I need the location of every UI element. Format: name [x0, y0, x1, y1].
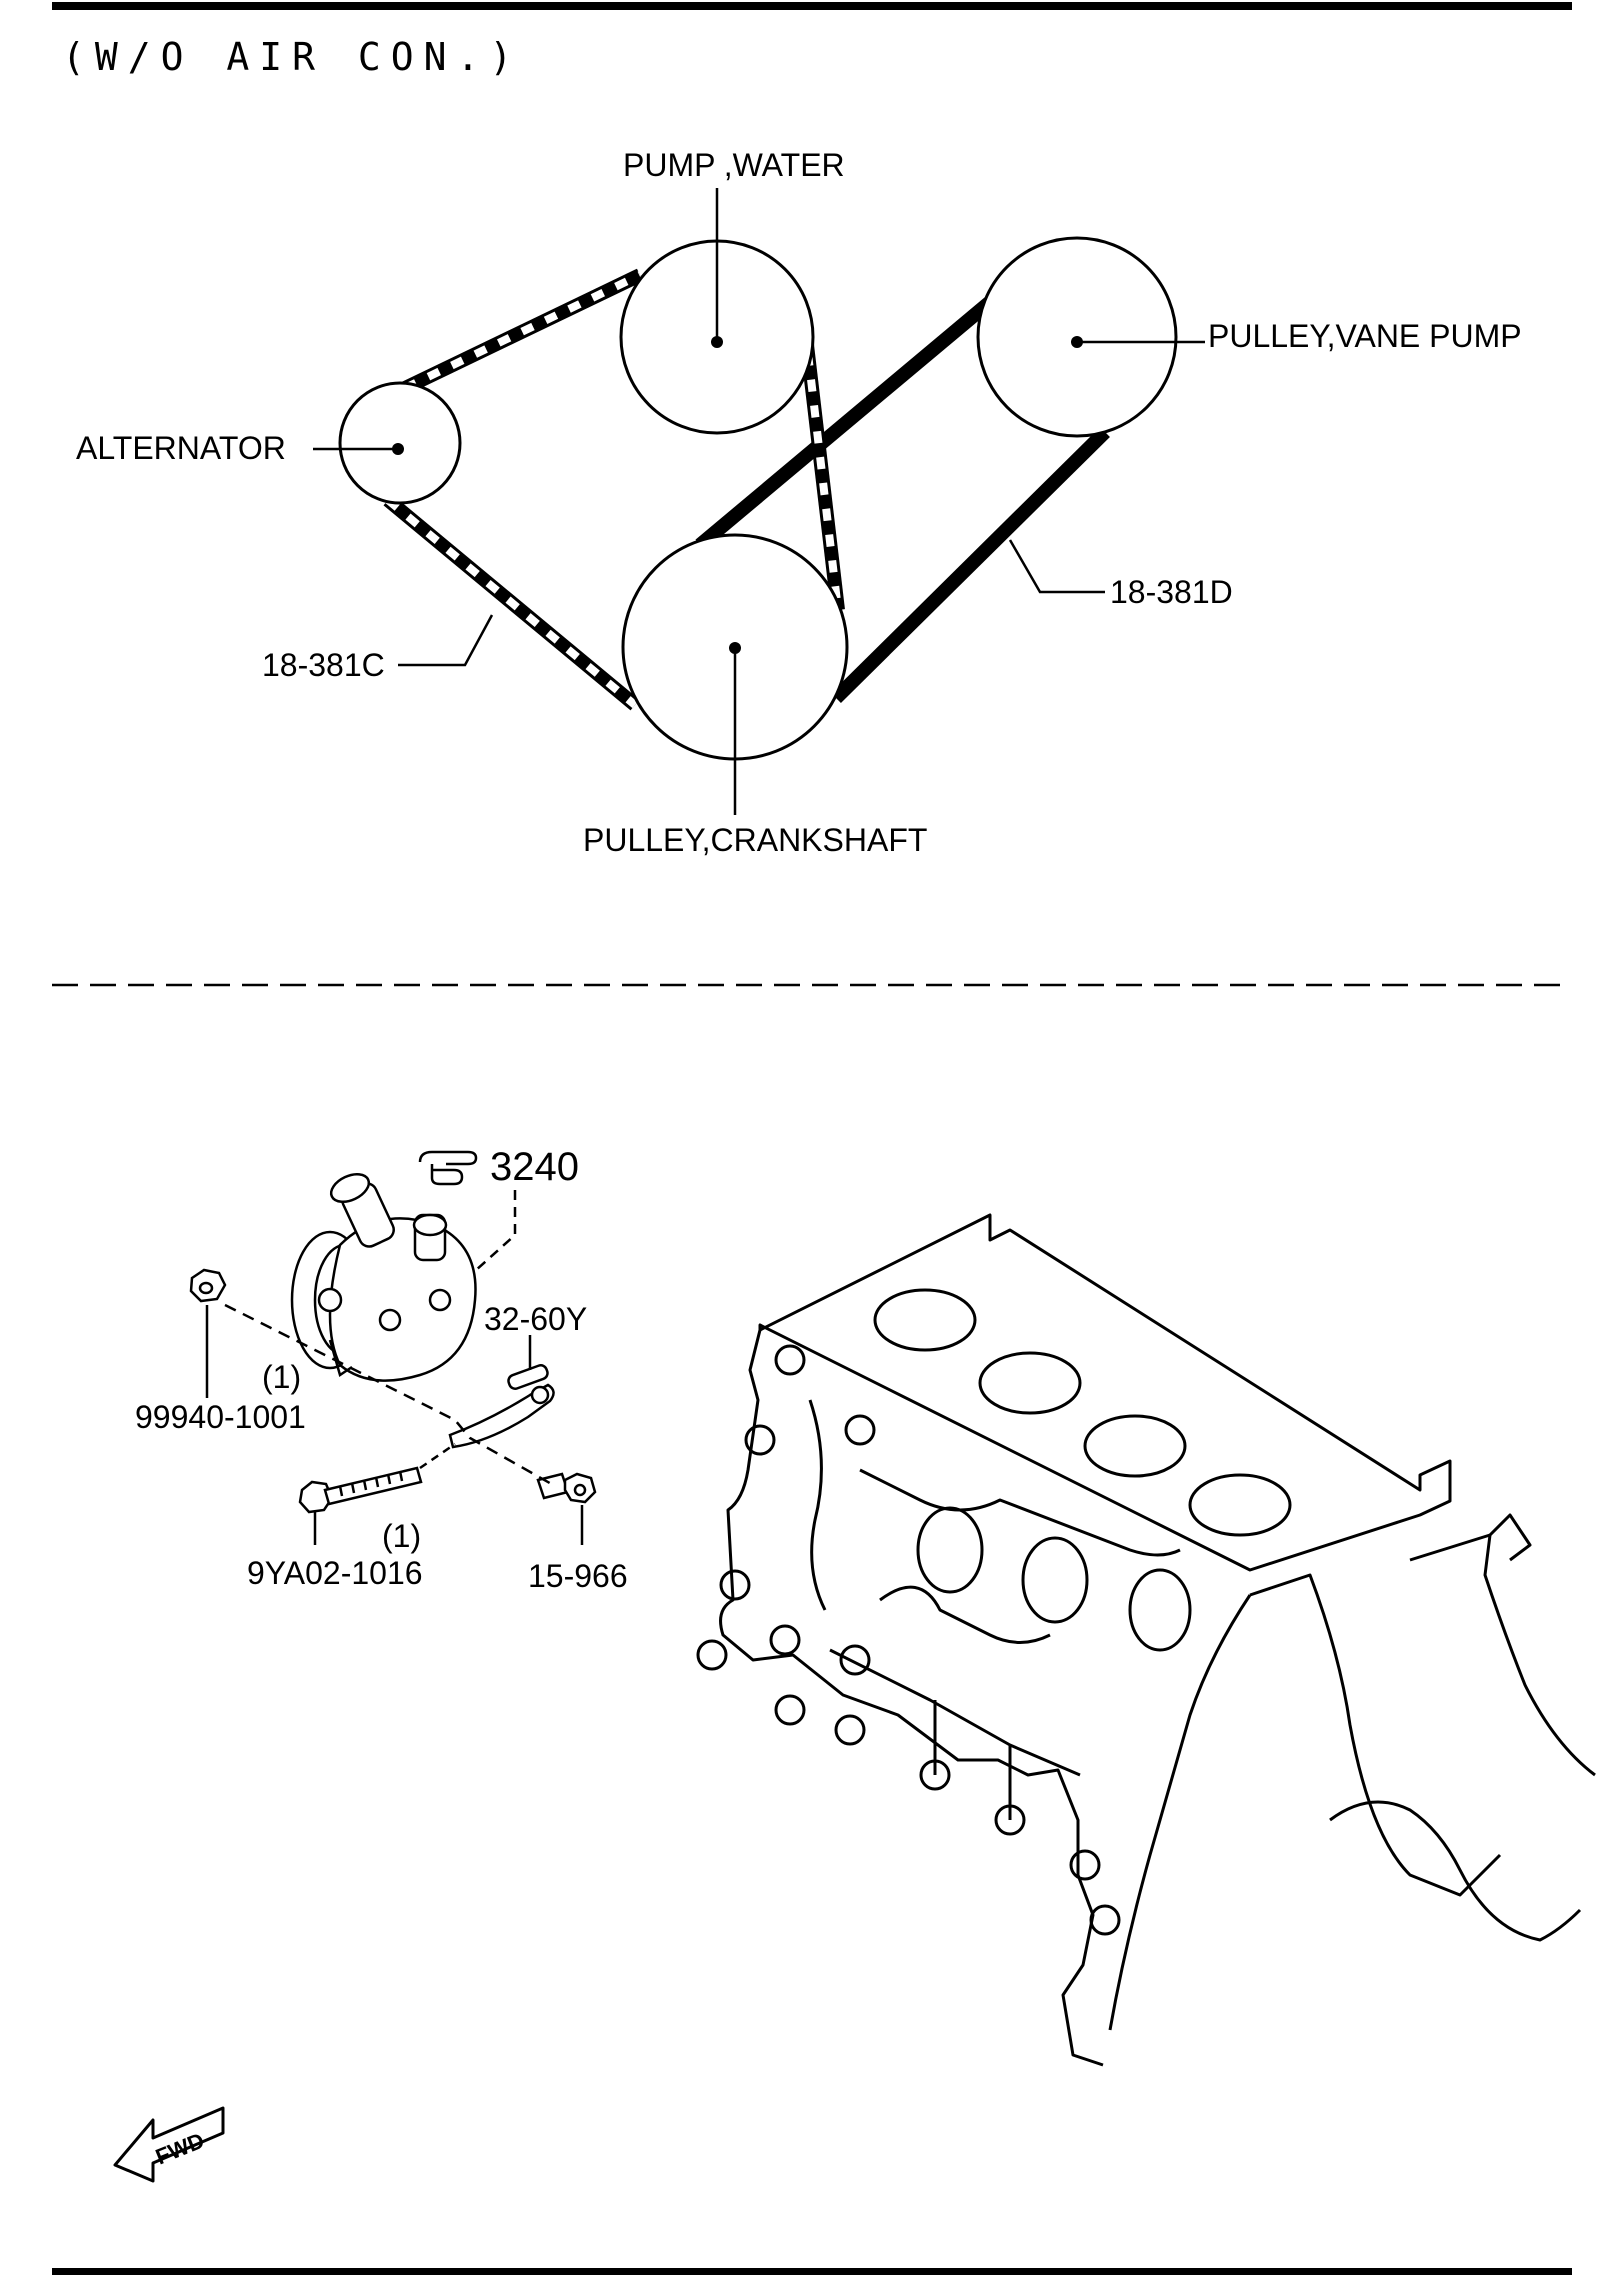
- label-alternator: ALTERNATOR: [76, 430, 286, 466]
- label-bolt: 9YA02-1016: [247, 1555, 423, 1591]
- bracket-32-60y: [448, 1364, 555, 1449]
- label-vane-pump: PULLEY,VANE PUMP: [1208, 318, 1522, 354]
- fwd-arrow-icon: FWD: [113, 2106, 225, 2183]
- vane-pump-body: [290, 1172, 477, 1382]
- label-nut-qty: (1): [262, 1359, 301, 1395]
- label-crankshaft: PULLEY,CRANKSHAFT: [583, 822, 927, 858]
- diagram-title: (W/O AIR CON.): [62, 35, 522, 79]
- label-bracket: 32-60Y: [484, 1301, 587, 1337]
- ref-3240: 3240: [490, 1145, 579, 1189]
- label-nut: 99940-1001: [135, 1399, 306, 1435]
- label-water-pump: PUMP ,WATER: [623, 147, 845, 183]
- vane-pump-assembly: 3240: [135, 1145, 628, 1594]
- bolt-15-966: [536, 1472, 597, 1504]
- label-stud-bolt: 15-966: [528, 1558, 628, 1594]
- hand-pointer-icon: [418, 1150, 478, 1186]
- pulley-alternator: [338, 381, 462, 505]
- label-belt-c: 18-381C: [262, 647, 385, 683]
- bottom-border: [52, 2268, 1572, 2275]
- belt-18-381d: [695, 296, 1110, 703]
- bolt-9ya02-1016: [298, 1466, 423, 1514]
- belt-routing-diagram: PUMP ,WATER PULLEY,VANE PUMP ALTERNATOR …: [76, 147, 1522, 858]
- nut-99940-1001: [189, 1268, 227, 1303]
- belt-18-381c: [383, 268, 845, 711]
- label-bolt-qty: (1): [382, 1518, 421, 1554]
- top-border: [52, 2, 1572, 10]
- label-belt-d: 18-381D: [1110, 574, 1233, 610]
- engine-block-illustration: [696, 1213, 1596, 2067]
